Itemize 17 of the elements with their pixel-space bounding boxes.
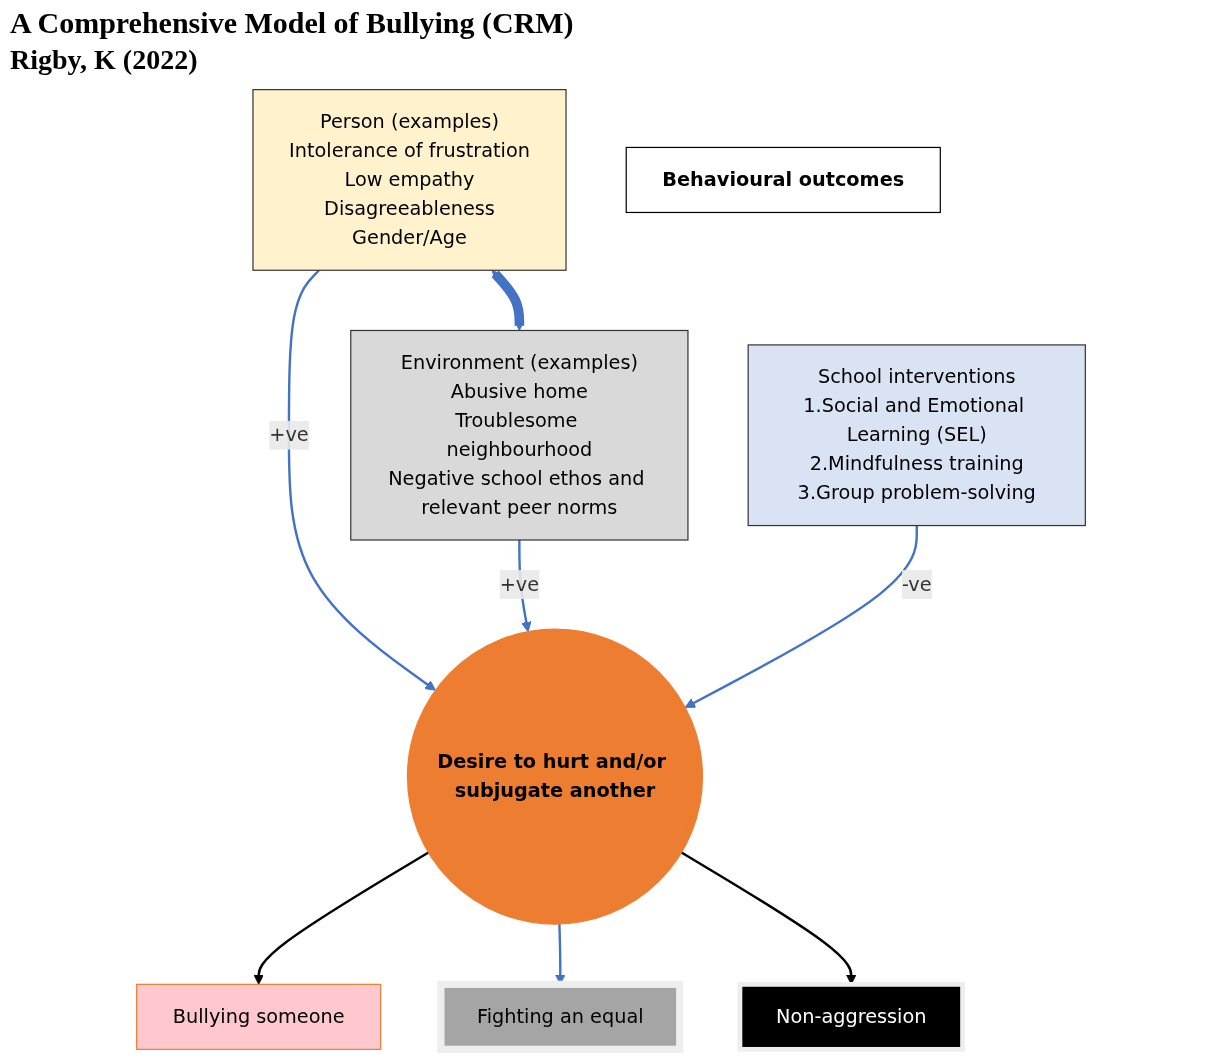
author-citation: Rigby, K (2022) [10,44,199,76]
arrow [253,851,430,985]
node-box: Bullying someone [136,983,382,1050]
arrow [287,269,436,691]
node-box: Fighting an equal [437,980,684,1053]
arrow [684,525,918,708]
edge-label: +ve [269,423,309,447]
node-box: School interventions 1.Social and Emotional Learning (SEL) 2.Mindfulness training 3.Group problem-solving [747,344,1086,527]
edge-label: +ve [499,572,540,596]
edge-label: -ve [901,572,932,596]
node-box: Environment (examples) Abusive home Troublesome neighbourhood Negative school ethos and relevant peer norms [350,329,689,541]
node-box: Person (examples) Intolerance of frustration Low empathy Disagreeableness Gender/Age [252,89,567,271]
diagram-title: A Comprehensive Model of Bullying (CRM) [10,6,575,40]
arrow [491,270,525,331]
node-box: Non-aggression [737,981,965,1052]
node-box: Behavioural outcomes [625,146,941,214]
node-circle: Desire to hurt and/or subjugate another [406,628,704,925]
